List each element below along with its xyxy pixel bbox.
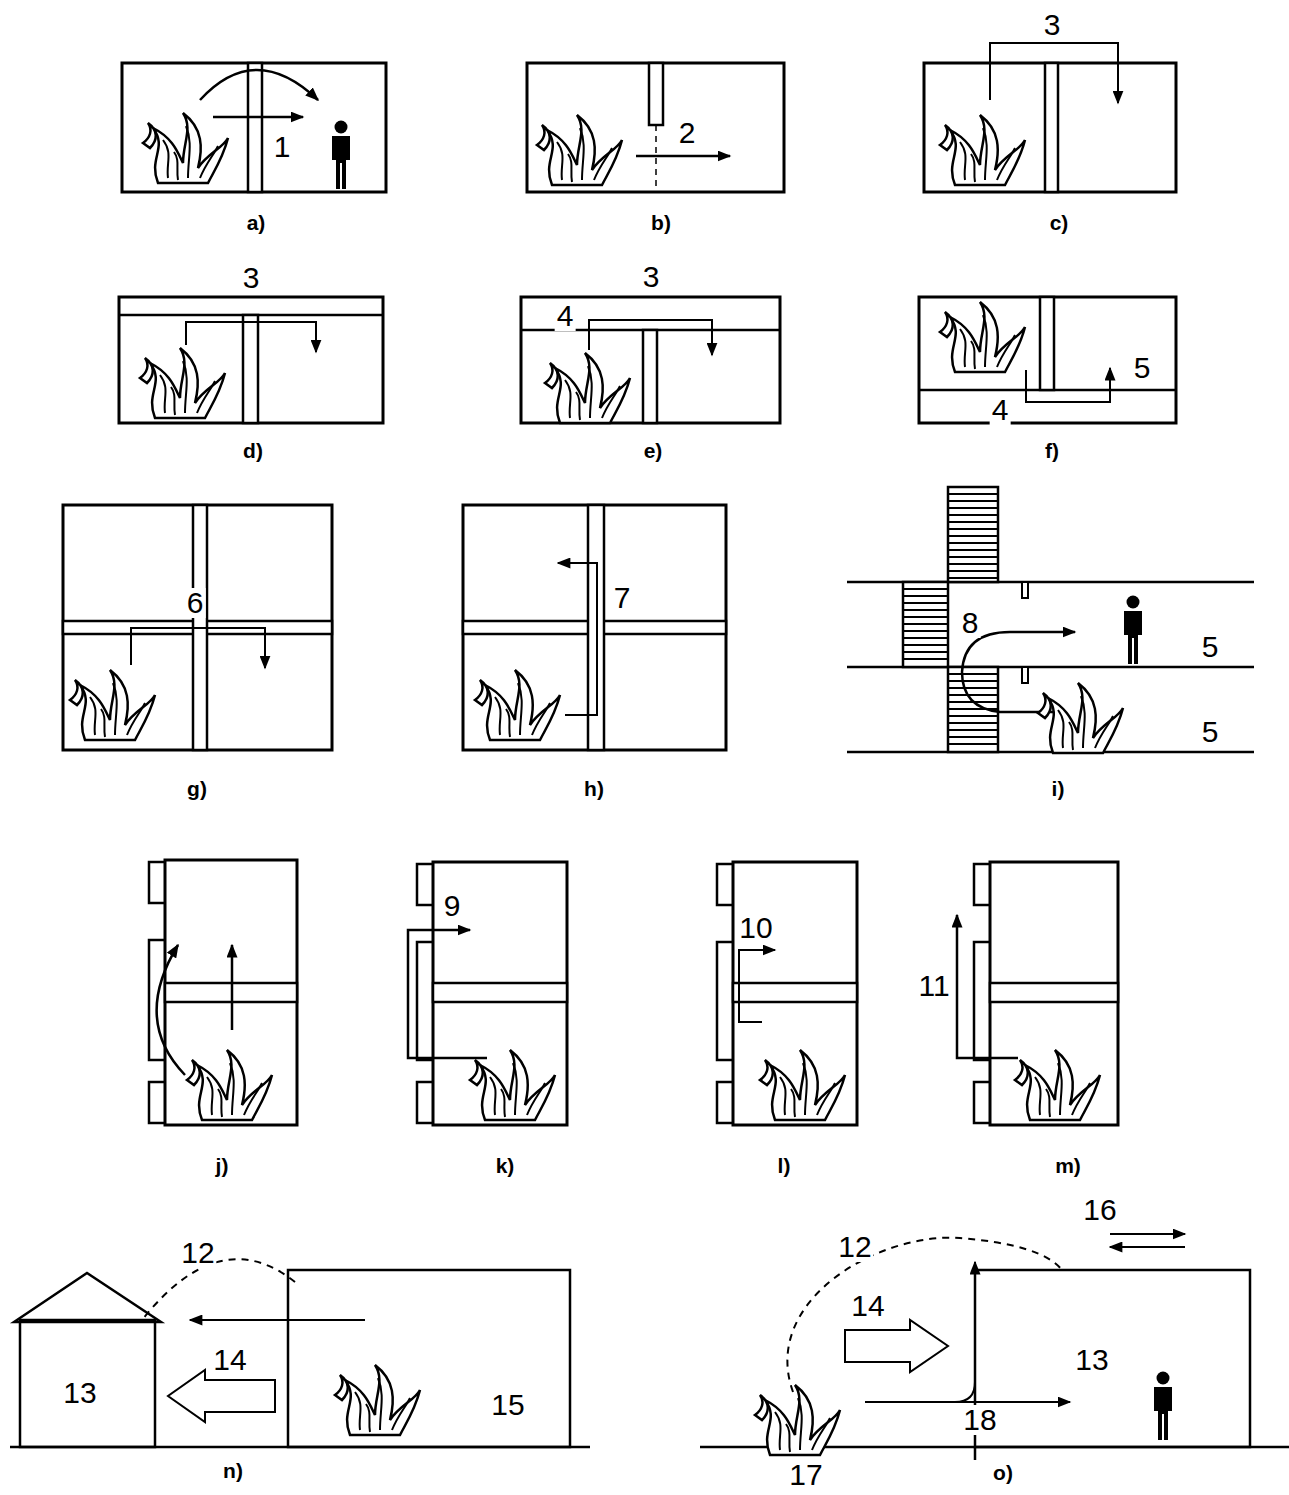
fire-symbol bbox=[70, 113, 1123, 1455]
callout-number: 7 bbox=[612, 583, 633, 613]
callout-number: 14 bbox=[211, 1345, 248, 1375]
callout-number: 6 bbox=[185, 588, 206, 618]
callout-number: 13 bbox=[1073, 1345, 1110, 1375]
callout-number: 3 bbox=[1042, 10, 1063, 40]
panel-letter: n) bbox=[221, 1460, 245, 1481]
callout-number: 4 bbox=[555, 301, 576, 331]
callout-number: 3 bbox=[241, 263, 262, 293]
callout-number: 18 bbox=[961, 1405, 998, 1435]
callout-number: 1 bbox=[272, 132, 293, 162]
panel-letter: g) bbox=[185, 778, 209, 799]
callout-number: 12 bbox=[179, 1238, 216, 1268]
panel-letter: c) bbox=[1048, 212, 1071, 233]
panel-letter: d) bbox=[241, 440, 265, 461]
callout-number: 12 bbox=[836, 1232, 873, 1262]
panel-letter: e) bbox=[642, 440, 665, 461]
callout-number: 2 bbox=[677, 118, 698, 148]
callout-number: 15 bbox=[489, 1390, 526, 1420]
person-symbol bbox=[332, 121, 1172, 1441]
panel-letter: h) bbox=[582, 778, 606, 799]
callout-number: 9 bbox=[442, 891, 463, 921]
callout-number: 5 bbox=[1200, 717, 1221, 747]
callout-number: 5 bbox=[1132, 353, 1153, 383]
callout-number: 13 bbox=[61, 1378, 98, 1408]
panel-letter: f) bbox=[1043, 440, 1061, 461]
panel-letter: b) bbox=[649, 212, 673, 233]
callout-number: 3 bbox=[641, 262, 662, 292]
panel-letter: m) bbox=[1053, 1155, 1083, 1176]
panel-letter: i) bbox=[1050, 778, 1067, 799]
panel-letter: l) bbox=[776, 1155, 793, 1176]
panel-letter: k) bbox=[494, 1155, 517, 1176]
callout-number: 11 bbox=[916, 971, 951, 1001]
panel-letter: o) bbox=[991, 1462, 1015, 1483]
callout-number: 8 bbox=[960, 608, 981, 638]
callout-number: 10 bbox=[737, 913, 774, 943]
panel-letter: j) bbox=[214, 1155, 231, 1176]
callout-number: 4 bbox=[990, 395, 1011, 425]
panel-letter: a) bbox=[245, 212, 268, 233]
callout-number: 14 bbox=[849, 1291, 886, 1321]
callout-number: 5 bbox=[1200, 632, 1221, 662]
callout-number: 17 bbox=[787, 1460, 824, 1490]
callout-number: 16 bbox=[1081, 1195, 1118, 1225]
